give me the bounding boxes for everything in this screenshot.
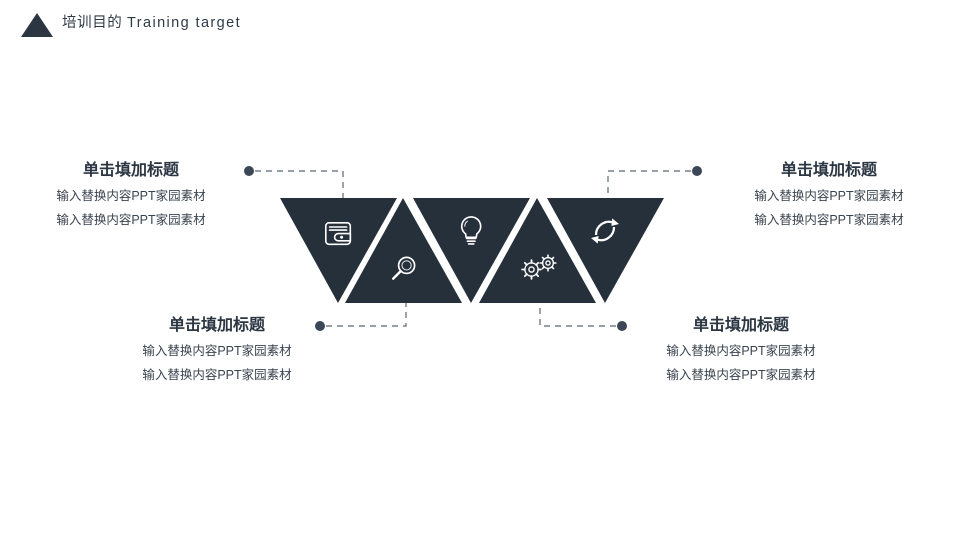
connector-bottom-right — [539, 300, 627, 331]
block-title: 单击填加标题 — [82, 162, 179, 179]
refresh-arrow-head-top — [611, 218, 619, 226]
connector-top-left — [244, 166, 344, 200]
refresh-arrow-head-bottom — [591, 236, 599, 244]
connector-line-top-right — [607, 170, 691, 200]
connector-line-bottom-left — [326, 300, 407, 327]
block-line-1: 输入替换内容PPT家园素材 — [666, 344, 816, 358]
block-line-2: 输入替换内容PPT家园素材 — [666, 368, 816, 382]
magnifier-icon — [392, 256, 416, 280]
slide-header: 培训目的 Training target — [0, 0, 960, 50]
block-line-2: 输入替换内容PPT家园素材 — [142, 368, 292, 382]
connector-dot-top-left — [244, 166, 254, 176]
block-title: 单击填加标题 — [780, 162, 877, 179]
block-title: 单击填加标题 — [168, 317, 265, 334]
refresh-icon — [591, 218, 619, 244]
connector-bottom-left — [315, 300, 407, 331]
block-line-1: 输入替换内容PPT家园素材 — [754, 189, 904, 203]
triangle-up-2[interactable] — [345, 198, 462, 303]
gears-icon — [521, 254, 557, 280]
wallet-icon — [325, 222, 352, 246]
connector-top-right — [607, 166, 702, 200]
connector-line-top-left — [255, 170, 344, 200]
triangle-down-5[interactable] — [547, 198, 664, 303]
block-line-1: 输入替换内容PPT家园素材 — [142, 344, 292, 358]
block-title: 单击填加标题 — [692, 317, 789, 334]
connector-dot-top-right — [692, 166, 702, 176]
block-line-2: 输入替换内容PPT家园素材 — [56, 213, 206, 227]
text-block-bottom-left[interactable]: 单击填加标题 输入替换内容PPT家园素材 输入替换内容PPT家园素材 — [86, 316, 348, 387]
text-block-bottom-right[interactable]: 单击填加标题 输入替换内容PPT家园素材 输入替换内容PPT家园素材 — [610, 316, 872, 387]
triangle-up-4[interactable] — [479, 198, 596, 303]
triangle-down-1[interactable] — [280, 198, 397, 303]
triangle-down-3[interactable] — [413, 198, 530, 303]
page-title: 培训目的 Training target — [62, 11, 241, 32]
connector-dot-bottom-left — [315, 321, 325, 331]
page-title-en: Training target — [127, 15, 242, 31]
lightbulb-icon — [460, 216, 482, 245]
connector-dot-bottom-right — [617, 321, 627, 331]
triangle-up-icon — [21, 13, 53, 37]
text-block-top-left[interactable]: 单击填加标题 输入替换内容PPT家园素材 输入替换内容PPT家园素材 — [0, 161, 262, 232]
text-block-top-right[interactable]: 单击填加标题 输入替换内容PPT家园素材 输入替换内容PPT家园素材 — [698, 161, 960, 232]
page-title-cn: 培训目的 — [62, 15, 123, 31]
block-line-2: 输入替换内容PPT家园素材 — [754, 213, 904, 227]
connector-line-bottom-right — [539, 300, 616, 327]
block-line-1: 输入替换内容PPT家园素材 — [56, 189, 206, 203]
